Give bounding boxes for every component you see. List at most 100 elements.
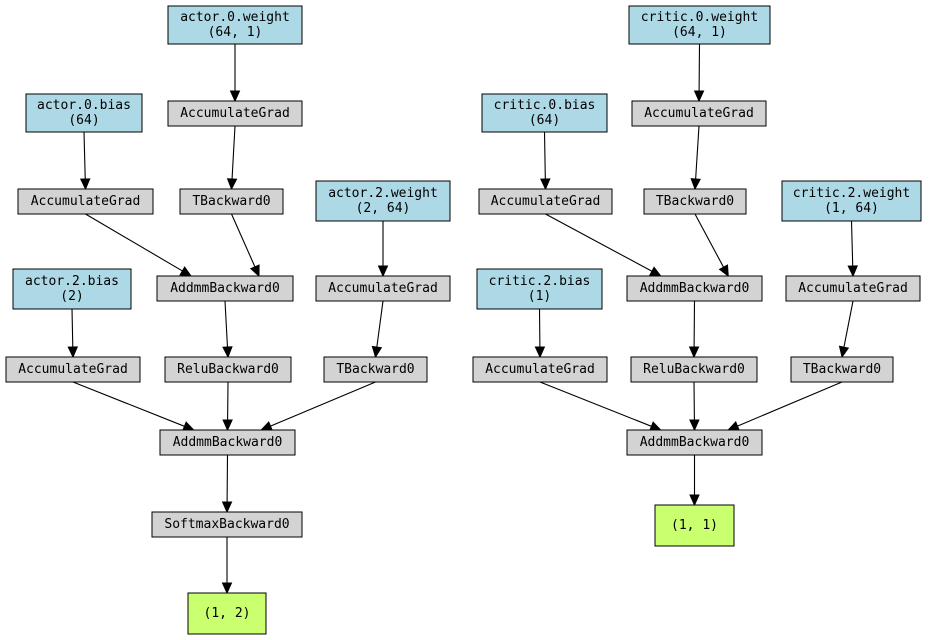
param-node-a-w2: actor.2.weight(2, 64)	[315, 180, 451, 222]
param-node-c-w0: critic.0.weight(64, 1)	[628, 5, 771, 45]
node-box	[481, 93, 608, 133]
node-label: ReluBackward0	[177, 362, 279, 377]
arrowhead-icon	[540, 178, 551, 191]
arrowhead-icon	[718, 264, 729, 278]
arrowhead-icon	[649, 421, 662, 432]
edges-layer	[67, 43, 858, 595]
node-label: AddmmBackward0	[170, 281, 280, 296]
node-label: AccumulateGrad	[491, 194, 601, 209]
node-box	[628, 5, 771, 45]
node-label: actor.0.bias	[37, 98, 131, 113]
op-node-a-addmm0: AddmmBackward0	[156, 275, 294, 302]
edge-a-b0-to-a-ag-b0	[79, 131, 91, 191]
op-node-c-ag-b2: AccumulateGrad	[472, 356, 608, 383]
node-label: actor.0.weight	[180, 10, 290, 25]
node-label: TBackward0	[656, 194, 734, 209]
node-label: actor.2.bias	[25, 274, 119, 289]
node-box	[25, 93, 143, 133]
node-label: AccumulateGrad	[644, 106, 754, 121]
node-shape-label: (2)	[60, 289, 83, 304]
arrowhead-icon	[222, 419, 233, 432]
edge-a-w2-to-a-ag-w2	[377, 221, 389, 278]
op-node-a-ag-b0: AccumulateGrad	[17, 188, 154, 215]
node-label: TBackward0	[192, 194, 270, 209]
edge-a-ag-w2-to-a-t2	[371, 300, 384, 359]
arrowhead-icon	[226, 178, 238, 191]
node-box	[630, 356, 758, 383]
op-node-a-ag-w0: AccumulateGrad	[167, 100, 303, 127]
edge-a-addmm0-to-a-relu	[222, 300, 233, 359]
node-label: AddmmBackward0	[173, 435, 283, 450]
node-box	[179, 188, 284, 215]
edge-c-t0-to-c-addmm0	[694, 213, 729, 278]
op-node-c-addmm0: AddmmBackward0	[626, 275, 763, 302]
arrowhead-icon	[688, 346, 700, 359]
node-box	[476, 268, 603, 310]
node-label: AccumulateGrad	[798, 281, 908, 296]
node-label: AccumulateGrad	[328, 281, 438, 296]
node-label: AccumulateGrad	[180, 106, 290, 121]
arrowhead-icon	[79, 178, 91, 191]
node-box	[156, 275, 294, 302]
op-node-a-ag-w2: AccumulateGrad	[315, 275, 451, 302]
edge-a-ag-w0-to-a-t0	[226, 125, 238, 191]
op-node-c-addmm2: AddmmBackward0	[626, 429, 763, 456]
op-node-a-addmm2: AddmmBackward0	[159, 429, 296, 456]
param-node-a-w0: actor.0.weight(64, 1)	[167, 5, 303, 45]
node-box	[315, 180, 451, 222]
op-node-a-relu: ReluBackward0	[164, 356, 292, 383]
edge-a-ag-b0-to-a-addmm0	[85, 213, 193, 277]
node-box	[785, 275, 921, 302]
edge-a-t0-to-a-addmm0	[230, 213, 260, 278]
arrowhead-icon	[690, 178, 701, 191]
node-shape-label: (64, 1)	[672, 25, 727, 40]
node-box	[5, 356, 141, 383]
node-box	[167, 5, 303, 45]
edge-a-ag-b2-to-a-addmm2	[72, 381, 195, 432]
op-node-c-t2: TBackward0	[790, 356, 894, 383]
arrowhead-icon	[260, 421, 273, 431]
node-box	[187, 592, 267, 635]
arrowhead-icon	[249, 264, 260, 278]
node-box	[790, 356, 894, 383]
nodes-layer: actor.0.weight(64, 1)actor.0.bias(64)Acc…	[5, 5, 922, 635]
param-node-a-b2: actor.2.bias(2)	[12, 268, 132, 310]
edge-c-relu-to-c-addmm2	[689, 381, 700, 432]
edge-c-w2-to-c-ag-w2	[847, 220, 858, 278]
node-shape-label: (64)	[529, 113, 560, 128]
edge-a-w0-to-a-ag-w0	[229, 44, 241, 103]
edge-c-b0-to-c-ag-b0	[540, 131, 551, 191]
arrowhead-icon	[179, 266, 193, 277]
arrowhead-icon	[838, 345, 850, 359]
edge-a-t2-to-a-addmm2	[260, 381, 376, 431]
node-label: TBackward0	[336, 362, 414, 377]
node-label: (1, 1)	[671, 518, 718, 533]
node-box	[159, 429, 296, 456]
op-node-a-t2: TBackward0	[323, 356, 428, 383]
edge-c-ag-w2-to-c-t2	[838, 300, 854, 359]
edge-c-ag-b0-to-c-addmm0	[545, 213, 662, 277]
arrowhead-icon	[847, 265, 858, 278]
node-box	[17, 188, 154, 215]
arrowhead-icon	[182, 421, 195, 432]
node-shape-label: (64)	[68, 113, 99, 128]
op-node-c-relu: ReluBackward0	[630, 356, 758, 383]
node-label: AccumulateGrad	[31, 194, 141, 209]
edge-a-addmm2-to-a-softmax	[221, 454, 233, 514]
param-node-c-b2: critic.2.bias(1)	[476, 268, 603, 310]
arrowhead-icon	[689, 419, 700, 432]
edge-a-softmax-to-a-out	[221, 537, 233, 595]
param-node-a-b0: actor.0.bias(64)	[25, 93, 143, 133]
node-label: (1, 2)	[204, 606, 251, 621]
node-label: TBackward0	[803, 362, 881, 377]
node-shape-label: (2, 64)	[356, 201, 411, 216]
param-node-c-w2: critic.2.weight(1, 64)	[781, 180, 922, 222]
arrowhead-icon	[727, 421, 740, 431]
node-box	[626, 275, 763, 302]
node-label: AddmmBackward0	[640, 435, 750, 450]
arrowhead-icon	[377, 265, 389, 278]
arrowhead-icon	[229, 90, 241, 103]
node-label: AccumulateGrad	[485, 362, 595, 377]
node-box	[478, 188, 613, 215]
